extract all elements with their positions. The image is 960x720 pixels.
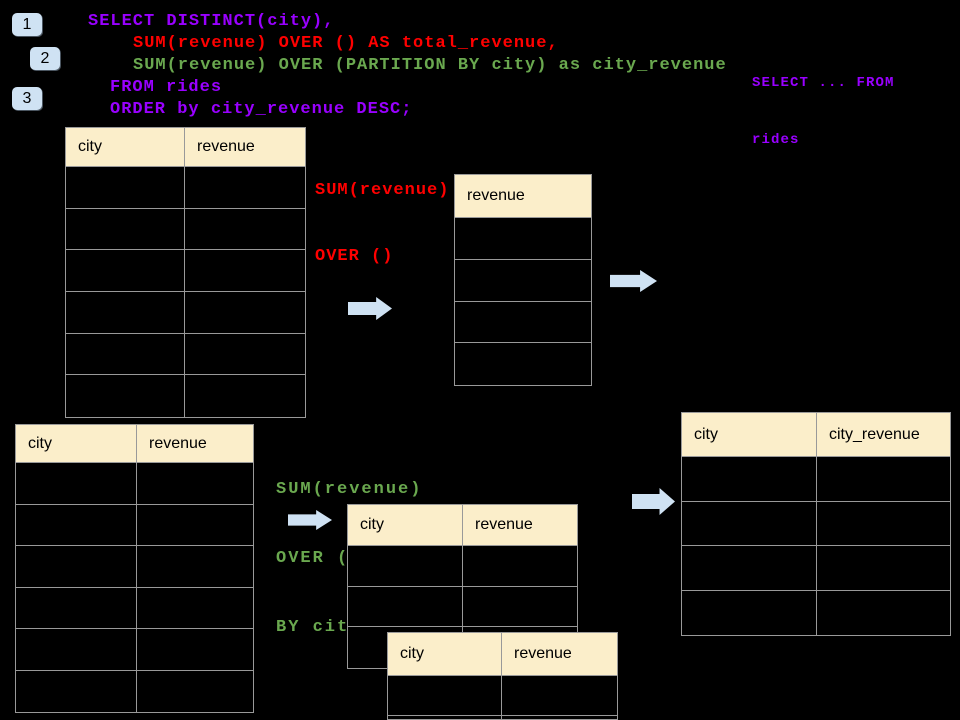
column-header-city: city [66, 128, 185, 167]
table-cell-empty [185, 208, 305, 251]
table-cell-empty [137, 546, 253, 588]
source-table-bottom: city revenue [15, 424, 254, 713]
table-cell-empty [66, 208, 185, 251]
table-cell-empty [66, 333, 185, 376]
table-cell-empty [66, 250, 185, 292]
sql-line-city-revenue: SUM(revenue) OVER (PARTITION BY city) as… [133, 56, 727, 75]
table-cell-empty [455, 218, 591, 260]
table-cell-empty [682, 501, 817, 546]
side-note-select-from-rides: SELECT ... FROM rides [752, 36, 895, 188]
table-cell-empty [682, 457, 817, 502]
table-cell-empty [682, 546, 817, 591]
table-cell-empty [66, 292, 185, 334]
table-cell-empty [185, 167, 305, 209]
sql-line-total-revenue: SUM(revenue) OVER () AS total_revenue, [133, 34, 559, 53]
column-header-revenue: revenue [502, 633, 617, 676]
column-header-city: city [16, 425, 137, 463]
side-note-line2: rides [752, 132, 800, 148]
table-cell-empty [463, 586, 577, 628]
table-cell-empty [16, 587, 137, 629]
column-header-revenue: revenue [455, 175, 591, 218]
column-header-revenue: revenue [463, 505, 577, 546]
sql-line-order-by: ORDER by city_revenue DESC; [110, 100, 413, 119]
side-note-line1: SELECT ... FROM [752, 75, 895, 91]
table-cell-empty [502, 716, 617, 719]
table-cell-empty [16, 670, 137, 712]
table-cell-empty [682, 590, 817, 635]
column-header-city-revenue: city_revenue [817, 413, 950, 457]
table-cell-empty [348, 546, 463, 587]
annotation-line1: SUM(revenue) [276, 480, 423, 499]
table-cell-empty [348, 586, 463, 628]
table-cell-empty [455, 301, 591, 344]
table-cell-empty [137, 629, 253, 671]
table-cell-empty [455, 343, 591, 385]
table-cell-empty [185, 292, 305, 334]
table-cell-empty [463, 546, 577, 587]
table-cell-empty [388, 676, 502, 716]
column-header-revenue: revenue [137, 425, 253, 463]
column-header-revenue: revenue [185, 128, 305, 167]
table-cell-empty [137, 587, 253, 629]
table-cell-empty [16, 629, 137, 671]
table-cell-empty [817, 546, 950, 591]
table-cell-empty [185, 375, 305, 417]
table-cell-empty [817, 590, 950, 635]
annotation-line1: SUM(revenue) [315, 181, 450, 200]
step-badge-3: 3 [12, 87, 42, 110]
total-revenue-table: revenue [454, 174, 592, 386]
arrow-right-icon [348, 297, 392, 320]
source-table-top: city revenue [65, 127, 306, 418]
table-cell-empty [455, 259, 591, 302]
annotation-sum-over-empty: SUM(revenue) OVER () [315, 136, 449, 312]
partition-table-front: city revenue [387, 632, 618, 720]
table-cell-empty [66, 375, 185, 417]
arrow-right-icon [632, 488, 675, 515]
table-cell-empty [137, 504, 253, 546]
arrow-right-icon [610, 270, 657, 292]
step-badge-2: 2 [30, 47, 60, 70]
column-header-city: city [682, 413, 817, 457]
table-cell-empty [817, 457, 950, 502]
table-cell-empty [502, 676, 617, 716]
column-header-city: city [348, 505, 463, 546]
sql-line-select: SELECT DISTINCT(city), [88, 12, 335, 31]
table-cell-empty [817, 501, 950, 546]
table-cell-empty [137, 670, 253, 712]
table-cell-empty [66, 167, 185, 209]
sql-line-from: FROM rides [110, 78, 223, 97]
arrow-right-icon [288, 510, 332, 530]
table-cell-empty [16, 463, 137, 505]
table-cell-empty [16, 546, 137, 588]
annotation-line2: OVER () [315, 247, 394, 266]
table-cell-empty [137, 463, 253, 505]
table-cell-empty [185, 250, 305, 292]
column-header-city: city [388, 633, 502, 676]
table-cell-empty [185, 333, 305, 376]
table-cell-empty [16, 504, 137, 546]
result-table: city city_revenue [681, 412, 951, 636]
step-badge-1: 1 [12, 13, 42, 36]
table-cell-empty [388, 716, 502, 719]
